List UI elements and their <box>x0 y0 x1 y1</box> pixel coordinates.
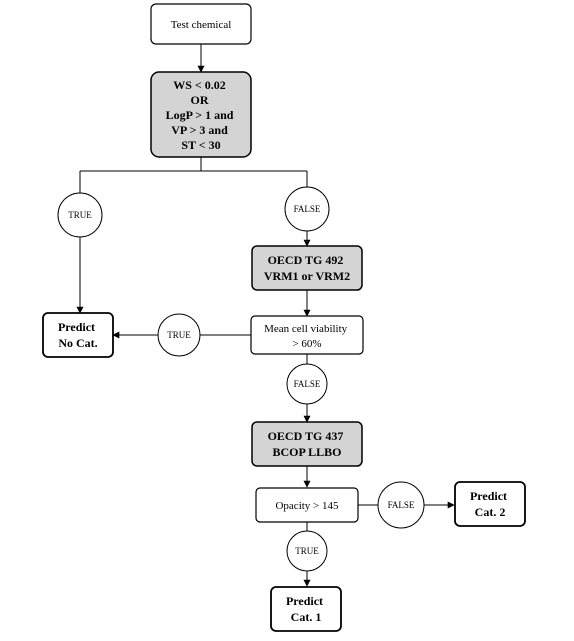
oecd492-line-1: OECD TG 492 <box>268 253 344 267</box>
false3-node: FALSE <box>377 481 425 529</box>
svg-text:Predict Cat. 2: Predict Cat. 2 <box>470 489 510 519</box>
decision1-line-2: OR <box>191 93 209 107</box>
false1-label: FALSE <box>294 204 321 214</box>
false1-node: FALSE <box>284 186 330 232</box>
oecd437-line-2: BCOP LLBO <box>272 445 341 459</box>
svg-text:Predict No Cat.: Predict No Cat. <box>58 320 98 350</box>
svg-text:WS < 0.02 OR LogP: WS < 0.02 OR LogP > 1 and VP > 3 and ST … <box>166 78 237 152</box>
viability-node: Mean cell viability > 60% <box>250 315 364 355</box>
true1-node: TRUE <box>57 192 103 238</box>
predict-no-cat-node: Predict No Cat. <box>42 312 114 358</box>
start-node: Test chemical <box>150 3 252 45</box>
oecd492-line-2: VRM1 or VRM2 <box>264 269 350 283</box>
predict-no-cat-line-2: No Cat. <box>58 336 97 350</box>
svg-text:Mean cell viability > 60: Mean cell viability > 60% <box>264 323 350 350</box>
predict-cat2-line-2: Cat. 2 <box>475 505 506 519</box>
decision1-line-1: WS < 0.02 <box>173 78 226 92</box>
start-node-label: Test chemical <box>171 19 232 31</box>
true3-label: TRUE <box>295 546 319 556</box>
decision1-line-3: LogP > 1 and <box>166 108 234 122</box>
svg-text:OECD TG 437 BCOP LLBO: OECD TG 437 BCOP LLBO <box>268 429 347 459</box>
false3-label: FALSE <box>388 500 415 510</box>
false2-node: FALSE <box>286 363 328 405</box>
decision1-node: WS < 0.02 OR LogP > 1 and VP > 3 and ST … <box>150 71 252 158</box>
viability-line-1: Mean cell viability <box>264 323 348 335</box>
oecd437-line-1: OECD TG 437 <box>268 429 344 443</box>
svg-text:OECD TG 492 VRM1 or VRM2: OECD TG 492 VRM1 or VRM2 <box>264 253 350 283</box>
oecd437-node: OECD TG 437 BCOP LLBO <box>251 421 363 467</box>
opacity-node: Opacity > 145 <box>255 487 359 523</box>
svg-text:Predict Cat. 1: Predict Cat. 1 <box>286 594 326 624</box>
decision1-line-4: VP > 3 and <box>171 123 228 137</box>
true3-node: TRUE <box>286 530 328 572</box>
true1-label: TRUE <box>68 210 92 220</box>
predict-no-cat-line-1: Predict <box>58 320 95 334</box>
predict-cat2-node: Predict Cat. 2 <box>454 481 526 527</box>
true2-label: TRUE <box>167 330 191 340</box>
connectors <box>76 44 455 587</box>
predict-cat1-line-2: Cat. 1 <box>291 610 322 624</box>
predict-cat2-line-1: Predict <box>470 489 507 503</box>
opacity-label: Opacity > 145 <box>275 500 339 512</box>
predict-cat1-node: Predict Cat. 1 <box>270 586 342 632</box>
decision1-line-5: ST < 30 <box>181 138 220 152</box>
false2-label: FALSE <box>294 379 321 389</box>
viability-line-2: > 60% <box>292 338 321 350</box>
oecd492-node: OECD TG 492 VRM1 or VRM2 <box>251 245 363 291</box>
true2-node: TRUE <box>157 313 201 357</box>
predict-cat1-line-1: Predict <box>286 594 323 608</box>
